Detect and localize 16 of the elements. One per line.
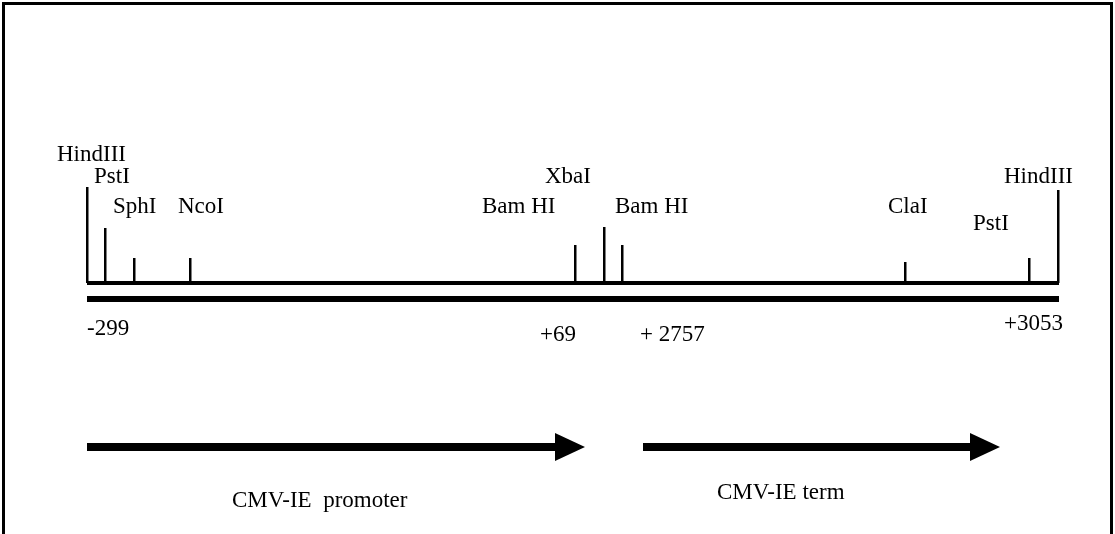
restriction-site-label: NcoI [178, 194, 224, 218]
position-label: +3053 [1004, 311, 1063, 335]
restriction-site-label: PstI [94, 164, 130, 188]
restriction-site-label: Bam HI [482, 194, 556, 218]
restriction-site-label: XbaI [545, 164, 591, 188]
position-label: + 2757 [640, 322, 705, 346]
restriction-site-label: Bam HI [615, 194, 689, 218]
restriction-site-label: HindIII [57, 142, 126, 166]
region-label: CMV-IE term [717, 480, 845, 504]
position-label: -299 [87, 316, 130, 340]
position-label: +69 [540, 322, 576, 346]
restriction-site-label: PstI [973, 211, 1009, 235]
region-label: CMV-IE promoter [232, 488, 408, 512]
restriction-site-label: ClaI [888, 194, 928, 218]
restriction-site-label: HindIII [1004, 164, 1073, 188]
restriction-site-label: SphI [113, 194, 157, 218]
